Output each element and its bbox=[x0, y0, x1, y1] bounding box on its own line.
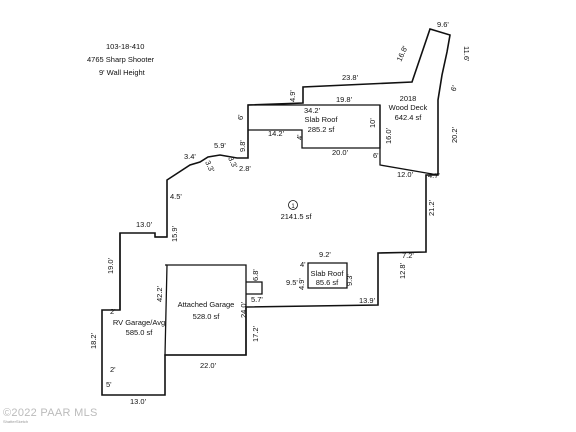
dim-label: 18.2' bbox=[89, 332, 98, 349]
main-building-outline bbox=[101, 28, 451, 396]
dim-label: 4.9' bbox=[288, 90, 297, 102]
dim-label: 5.7' bbox=[251, 295, 263, 304]
dim-label: 9.8' bbox=[238, 140, 247, 152]
slab-roof-top-label: Slab Roof 285.2 sf bbox=[305, 115, 339, 134]
dim-label: 7.2' bbox=[402, 251, 414, 260]
dim-label: 13.0' bbox=[136, 220, 153, 229]
dim-label: 4.9' bbox=[297, 278, 306, 290]
dim-label: 5.9' bbox=[214, 141, 226, 150]
attached-garage-label: Attached Garage 528.0 sf bbox=[178, 300, 235, 321]
slab-roof-small-box bbox=[307, 262, 348, 289]
dim-label: 3.4' bbox=[184, 152, 196, 161]
dim-label: 9.2' bbox=[319, 250, 331, 259]
dim-label: 4.7' bbox=[428, 171, 440, 180]
dim-label: 20.2' bbox=[450, 126, 459, 143]
house-notch bbox=[246, 281, 263, 295]
svg-text:Slab Roof: Slab Roof bbox=[311, 269, 345, 278]
svg-text:642.4 sf: 642.4 sf bbox=[395, 113, 423, 122]
property-address: 4765 Sharp Shooter bbox=[87, 55, 155, 64]
dim-label: 13.9' bbox=[359, 296, 376, 305]
dim-label: 17.2' bbox=[251, 325, 260, 342]
dim-label: 19.8' bbox=[336, 95, 353, 104]
dim-label: 6' bbox=[449, 83, 460, 92]
svg-text:2141.5 sf: 2141.5 sf bbox=[281, 212, 313, 221]
rv-garage-box bbox=[119, 233, 167, 310]
dim-label: 24.0' bbox=[239, 301, 248, 318]
dim-label: 9.5' bbox=[286, 278, 298, 287]
svg-text:Attached Garage: Attached Garage bbox=[178, 300, 235, 309]
dim-label: 13.0' bbox=[130, 397, 147, 406]
dim-label: 2' bbox=[110, 307, 116, 316]
dim-label: 4' bbox=[300, 260, 306, 269]
dim-label: 12.0' bbox=[397, 170, 414, 179]
main-area-label: 1 2141.5 sf bbox=[281, 200, 313, 221]
dim-label: 16.8' bbox=[395, 44, 410, 63]
dim-label: 21.2' bbox=[427, 199, 436, 216]
dim-label: 6' bbox=[373, 151, 379, 160]
svg-text:Slab Roof: Slab Roof bbox=[305, 115, 339, 124]
dim-label: 10' bbox=[368, 118, 377, 128]
slab-roof-small-label: Slab Roof 85.6 sf bbox=[311, 269, 345, 287]
software-credit: ShatterSketch bbox=[3, 419, 28, 424]
dim-label: 9.3' bbox=[345, 274, 354, 286]
dim-label: 4' bbox=[295, 134, 304, 140]
svg-text:1: 1 bbox=[291, 204, 295, 210]
area-marker-circle bbox=[288, 200, 298, 210]
copyright-watermark: ©2022 PAAR MLS bbox=[3, 407, 98, 419]
dim-label: 3.3' bbox=[203, 159, 216, 174]
dim-label: 14.2' bbox=[268, 129, 285, 138]
dim-label: 5' bbox=[106, 380, 112, 389]
attached-garage-box bbox=[164, 264, 247, 356]
svg-text:2018: 2018 bbox=[400, 94, 417, 103]
dim-label: 2' bbox=[110, 365, 116, 374]
svg-text:285.2 sf: 285.2 sf bbox=[308, 125, 336, 134]
wood-deck-box bbox=[379, 105, 439, 176]
dim-label: 2.8' bbox=[239, 164, 251, 173]
slab-roof-top-box bbox=[248, 104, 381, 149]
dim-label: 22.0' bbox=[200, 361, 217, 370]
svg-text:RV Garage/Avg: RV Garage/Avg bbox=[113, 318, 165, 327]
svg-text:85.6 sf: 85.6 sf bbox=[316, 278, 339, 287]
dim-label: 11.6' bbox=[462, 46, 471, 62]
sketch-header: 103-18-410 4765 Sharp Shooter 9' Wall He… bbox=[87, 42, 155, 77]
wall-height-note: 9' Wall Height bbox=[99, 68, 146, 77]
dim-label: 23.8' bbox=[342, 73, 359, 82]
svg-text:Wood Deck: Wood Deck bbox=[389, 103, 428, 112]
dim-label: 4.5' bbox=[170, 192, 182, 201]
dim-label: 6.8' bbox=[251, 269, 260, 281]
dimension-labels: 9.6' 11.6' 16.8' 23.8' 6' 4.9' 19.8' 34.… bbox=[89, 20, 471, 406]
parcel-number: 103-18-410 bbox=[106, 42, 144, 51]
dim-label: 6' bbox=[236, 114, 245, 120]
dim-label: 42.2' bbox=[155, 285, 164, 302]
dim-label: 15.9' bbox=[170, 225, 179, 242]
dim-label: 9.6' bbox=[437, 20, 449, 29]
dim-label: 34.2' bbox=[304, 106, 321, 115]
dim-label: 16.0' bbox=[384, 127, 393, 144]
rv-garage-label: RV Garage/Avg 585.0 sf bbox=[113, 318, 165, 337]
dim-label: 12.8' bbox=[398, 262, 407, 279]
dim-label: 20.0' bbox=[332, 148, 349, 157]
dim-label: 19.0' bbox=[106, 257, 115, 274]
wood-deck-label: 2018 Wood Deck 642.4 sf bbox=[389, 94, 428, 122]
svg-text:585.0 sf: 585.0 sf bbox=[126, 328, 154, 337]
svg-text:528.0 sf: 528.0 sf bbox=[193, 312, 221, 321]
